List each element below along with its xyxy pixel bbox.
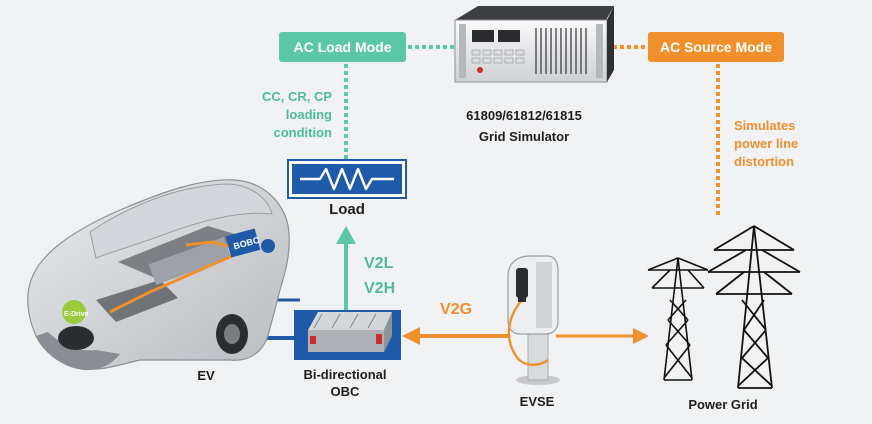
v2l-arrow: [336, 226, 356, 318]
ev-label: EV: [197, 368, 215, 383]
loading-condition-line-2: loading: [285, 107, 332, 122]
obc-module-icon: [294, 310, 401, 360]
edrive-logo-text: E-Drive: [64, 311, 89, 318]
distortion-line-3: distortion: [734, 154, 794, 169]
v2h-label: V2H: [364, 280, 396, 297]
ac-load-mode-tag: AC Load Mode: [279, 32, 406, 62]
car-icon: BOBC E-Drive: [27, 179, 290, 371]
ac-source-mode-label: AC Source Mode: [659, 39, 772, 55]
load-box: [287, 159, 407, 199]
v2l-label: V2L: [364, 255, 394, 272]
grid-simulator-label: Grid Simulator: [478, 129, 570, 144]
obc-label-line-2: OBC: [330, 384, 360, 399]
distortion-line-1: Simulates: [734, 118, 796, 133]
pylon-icon-large: [707, 225, 801, 389]
pylon-icon: [647, 257, 709, 381]
ac-load-mode-label: AC Load Mode: [293, 39, 392, 55]
loading-condition-line-1: CC, CR, CP: [261, 89, 332, 104]
evse-to-grid-arrow: [556, 328, 649, 344]
v2g-label: V2G: [440, 301, 473, 318]
evse-charger-icon: [507, 255, 560, 385]
v2g-arrow: [402, 327, 508, 345]
ac-source-mode-tag: AC Source Mode: [648, 32, 784, 62]
loading-condition-text: CC, CR, CP loading condition: [262, 88, 332, 142]
obc-label-line-1: Bi-directional: [303, 367, 387, 382]
distortion-text: Simulates power line distortion: [734, 117, 798, 171]
evse-label: EVSE: [519, 394, 555, 409]
obc-label: Bi-directional OBC: [290, 366, 400, 400]
distortion-line-2: power line: [734, 136, 799, 151]
load-label: Load: [329, 201, 365, 218]
power-grid-label: Power Grid: [688, 397, 758, 412]
grid-simulator-icon: [454, 6, 614, 83]
model-numbers-label: 61809/61812/61815: [466, 108, 582, 123]
resistor-icon: [300, 167, 394, 191]
loading-condition-line-3: condition: [273, 125, 333, 140]
